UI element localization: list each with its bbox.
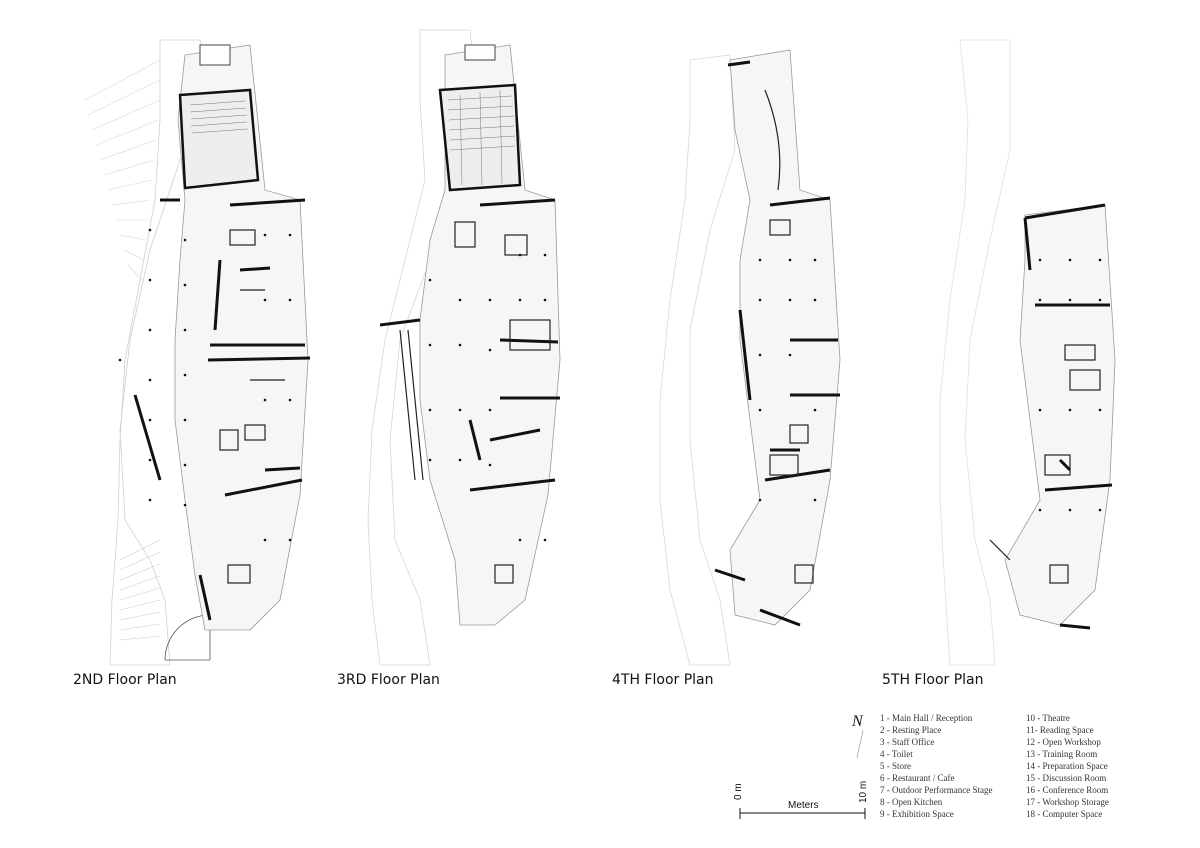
scale-bar	[739, 808, 866, 819]
legend-item: 15 - Discussion Room	[1026, 773, 1107, 783]
legend-item: 1 - Main Hall / Reception	[880, 713, 973, 723]
legend-item: 18 - Computer Space	[1026, 809, 1103, 819]
legend-column-1: 1 - Main Hall / Reception 2 - Resting Pl…	[880, 712, 992, 820]
legend-item: 3 - Staff Office	[880, 737, 935, 747]
legend-item: 2 - Resting Place	[880, 725, 942, 735]
floor-plans-drawing	[84, 29, 1116, 666]
legend-item: 5 - Store	[880, 761, 911, 771]
legend-column-2: 10 - Theatre 11- Reading Space 12 - Open…	[1026, 712, 1109, 820]
legend-item: 4 - Toilet	[880, 749, 913, 759]
plan-4th-floor	[659, 49, 841, 666]
legend-item: 7 - Outdoor Performance Stage	[880, 785, 993, 795]
plan-3rd-floor	[367, 29, 561, 666]
plan-5th-floor	[939, 39, 1116, 666]
legend-item: 13 - Training Room	[1026, 749, 1098, 759]
legend-item: 17 - Workshop Storage	[1026, 797, 1109, 807]
plan-2nd-floor	[84, 39, 311, 666]
legend-item: 16 - Conference Room	[1026, 785, 1109, 795]
plan-title-5th: 5TH Floor Plan	[882, 672, 984, 688]
legend-item: 9 - Exhibition Space	[880, 809, 954, 819]
plan-title-3rd: 3RD Floor Plan	[337, 672, 440, 688]
plan-title-4th: 4TH Floor Plan	[612, 672, 714, 688]
scale-start-label: 0 m	[733, 783, 744, 800]
scale-end-label: 10 m	[858, 780, 869, 803]
legend-item: 8 - Open Kitchen	[880, 797, 943, 807]
legend-item: 14 - Preparation Space	[1026, 761, 1108, 771]
scale-unit-label: Meters	[788, 800, 819, 811]
north-arrow-icon: N	[852, 713, 863, 730]
legend-item: 11- Reading Space	[1026, 725, 1094, 735]
legend-item: 10 - Theatre	[1026, 713, 1070, 723]
north-arrow-line-icon	[856, 730, 864, 759]
legend-item: 6 - Restaurant / Cafe	[880, 773, 955, 783]
plan-title-2nd: 2ND Floor Plan	[73, 672, 177, 688]
legend-item: 12 - Open Workshop	[1026, 737, 1101, 747]
